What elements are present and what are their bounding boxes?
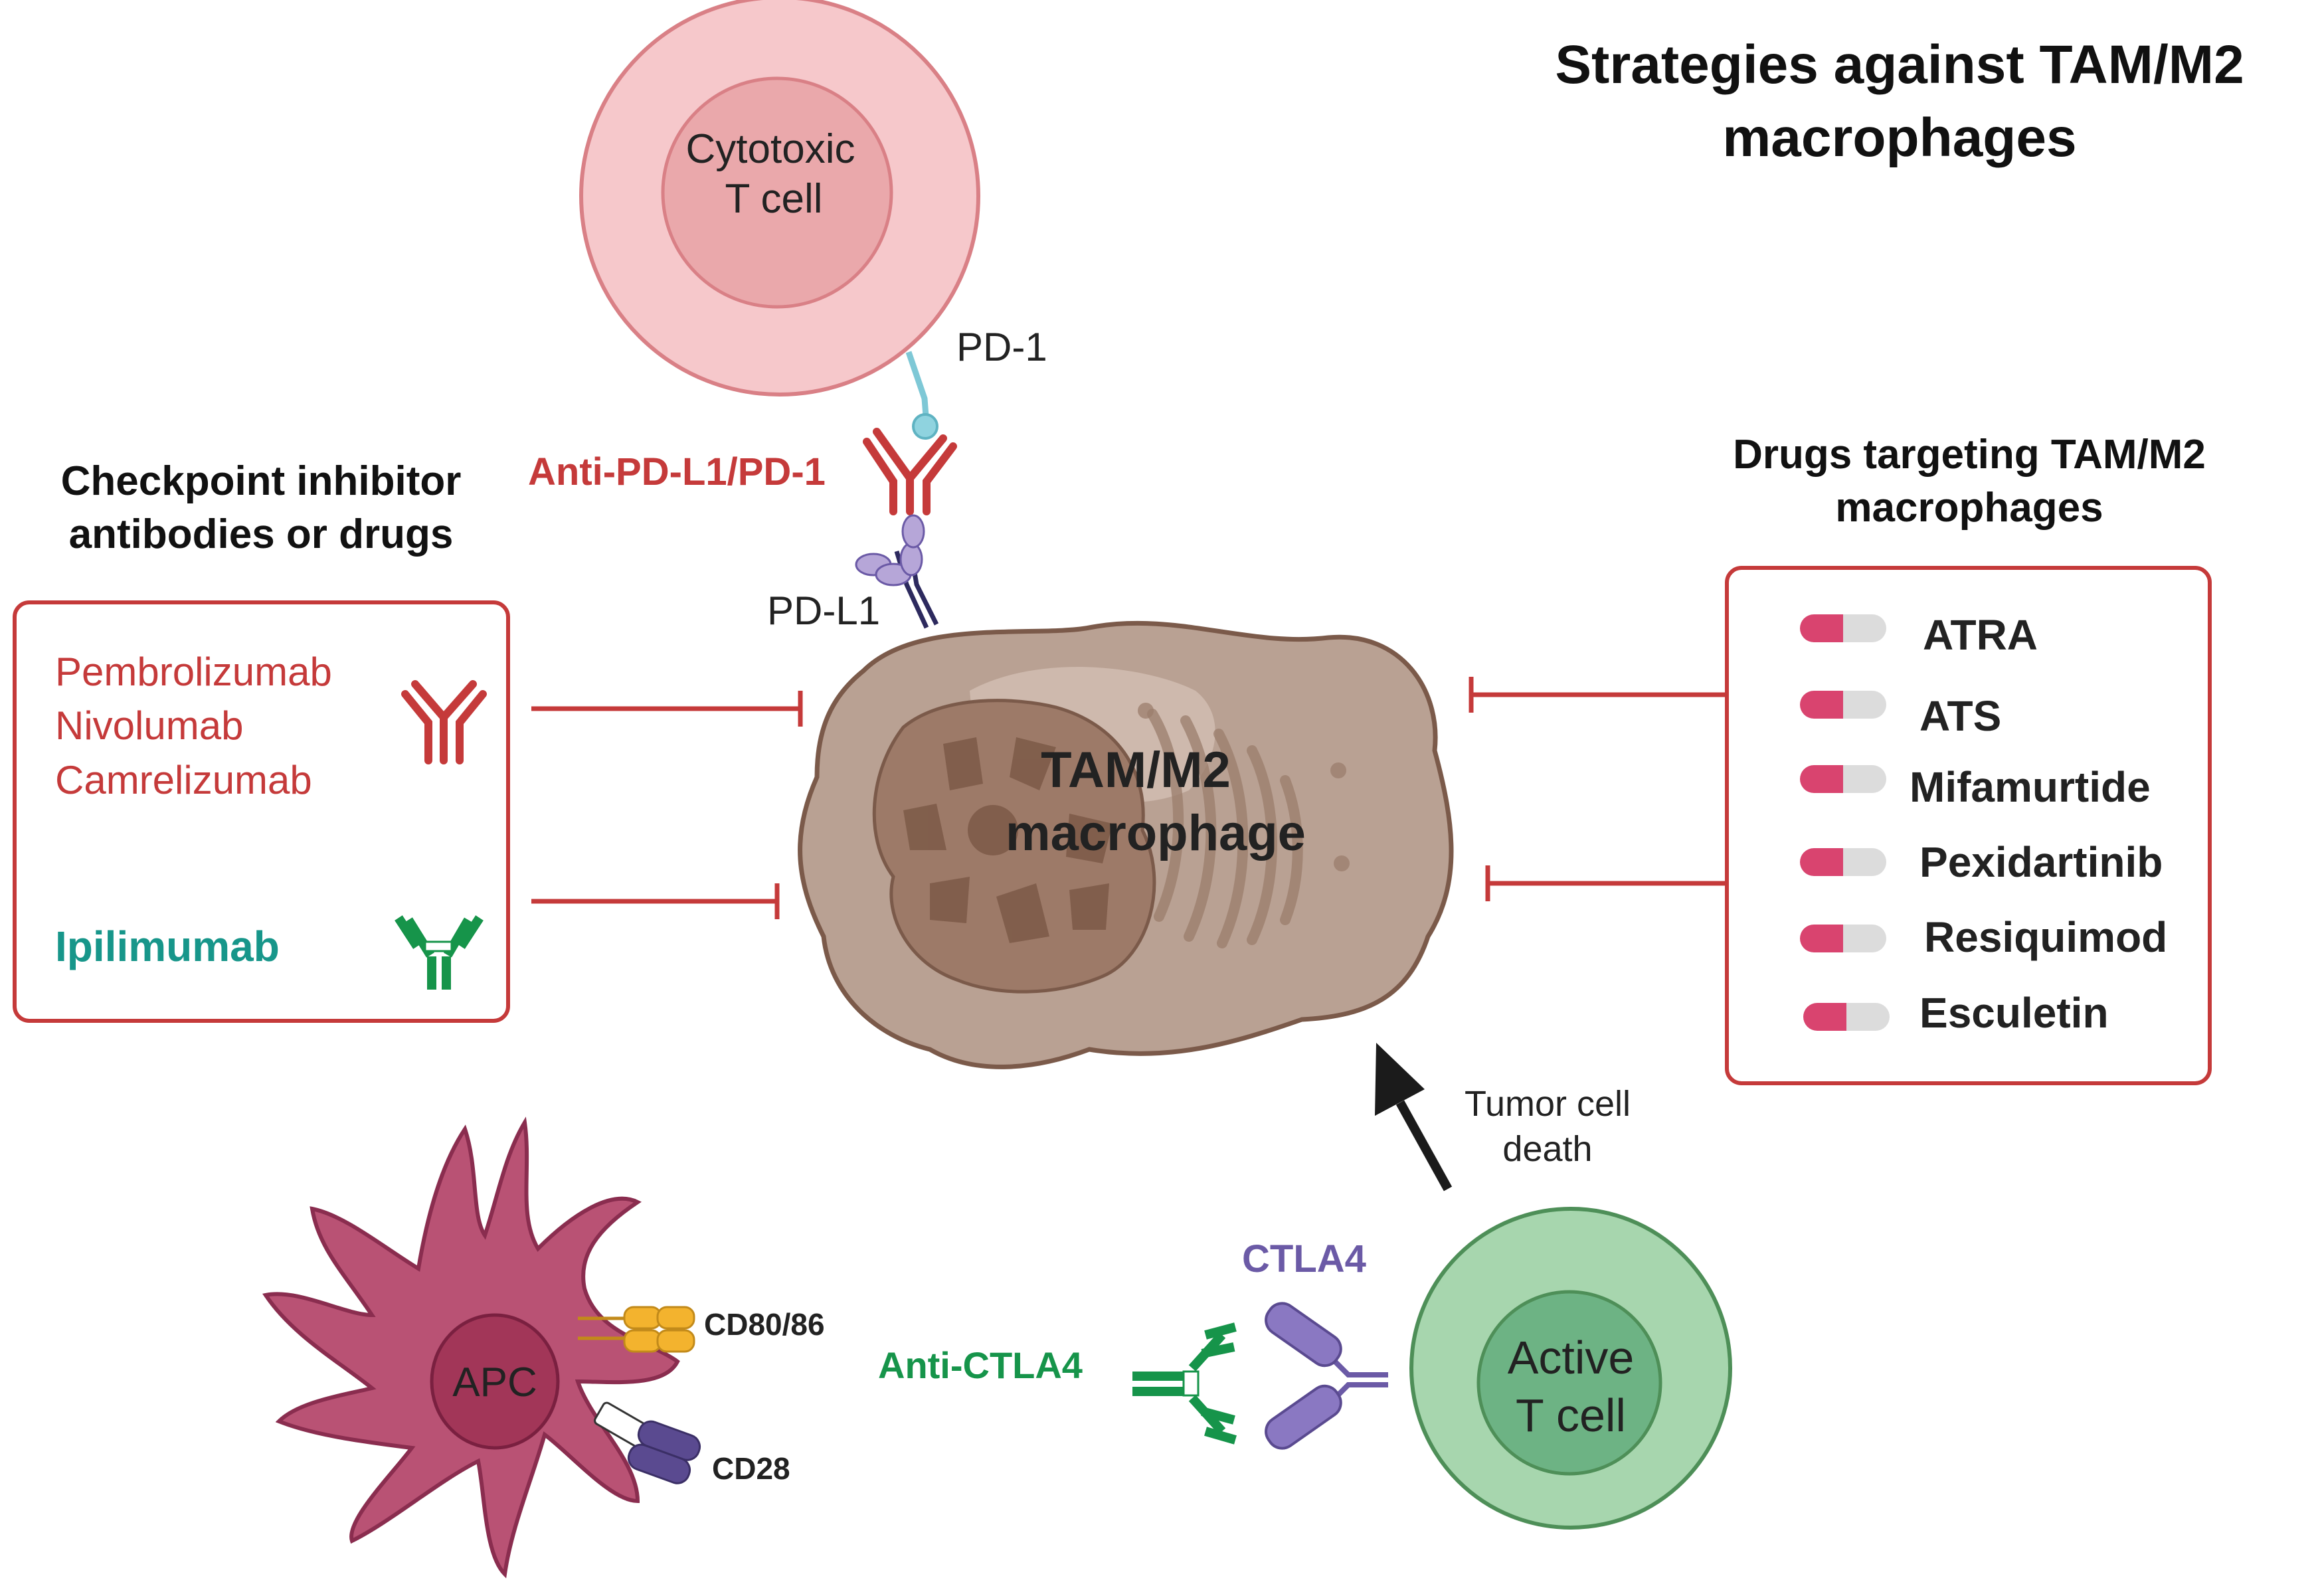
active-t-cell-line-1: Active [1508, 1332, 1635, 1383]
anti-pd-antibody-icon [863, 428, 957, 515]
ctla4-label: CTLA4 [1242, 1237, 1366, 1281]
tumor-death-line-2: death [1502, 1129, 1592, 1169]
apc-cell: APC [262, 1116, 680, 1579]
drug-inhibition-arrows [1469, 677, 1727, 901]
pill-icon [1800, 614, 1886, 642]
pill-icon [1800, 691, 1886, 719]
tumor-death-line-1: Tumor cell [1465, 1084, 1631, 1124]
drugs-heading-line-2: macrophages [1835, 485, 2103, 531]
tam-macrophage: TAM/M2 macrophage [798, 620, 1454, 1069]
drug-item-label: Resiquimod [1924, 913, 2167, 961]
cytotoxic-t-cell: Cytotoxic T cell [579, 0, 980, 397]
drug-item-3: Mifamurtide [1800, 763, 2151, 811]
tam-label-line-2: macrophage [1006, 805, 1306, 861]
pdl1-label: PD-L1 [767, 588, 880, 633]
green-antibody-icon [395, 915, 484, 990]
drugs-heading-line-1: Drugs targeting TAM/M2 [1733, 432, 2206, 478]
drug-item-4: Pexidartinib [1800, 838, 2163, 886]
active-t-cell-line-2: T cell [1516, 1389, 1626, 1441]
checkpoint-drug-green: Ipilimumab [55, 923, 280, 970]
pill-icon [1800, 848, 1886, 876]
drug-item-6: Esculetin [1803, 989, 2109, 1037]
checkpoint-inhibition-arrows [531, 691, 803, 919]
anti-pd-label: Anti-PD-L1/PD-1 [528, 450, 826, 493]
drugs-box [1725, 566, 2212, 1085]
checkpoint-drug-2: Nivolumab [55, 703, 243, 748]
checkpoint-heading-line-2: antibodies or drugs [69, 511, 454, 557]
cytotoxic-label-line-1: Cytotoxic [686, 126, 855, 172]
pdl1-receptor-icon [855, 514, 939, 629]
anti-ctla4-label: Anti-CTLA4 [878, 1344, 1083, 1386]
checkpoint-drug-1: Pembrolizumab [55, 650, 332, 694]
drug-item-2: ATS [1800, 691, 2001, 740]
drug-item-1: ATRA [1800, 611, 2038, 659]
anti-ctla4-antibody-icon [1132, 1322, 1237, 1445]
red-antibody-icon [401, 680, 487, 764]
cytotoxic-label-line-2: T cell [725, 176, 822, 222]
drug-item-label: Pexidartinib [1919, 838, 2163, 886]
cd28-receptor-icon [594, 1401, 701, 1484]
cd80-86-label: CD80/86 [704, 1307, 825, 1342]
title-line-1: Strategies against TAM/M2 [1555, 35, 2244, 95]
apc-label: APC [452, 1360, 537, 1405]
drug-item-label: Esculetin [1919, 989, 2109, 1037]
cd28-label: CD28 [712, 1451, 790, 1486]
checkpoint-heading-line-1: Checkpoint inhibitor [61, 458, 462, 504]
ctla4-receptor-icon [1265, 1302, 1388, 1450]
drug-item-label: ATRA [1923, 611, 2038, 659]
tumor-death-arrow-icon [1375, 1043, 1453, 1192]
pd1-label: PD-1 [956, 325, 1047, 369]
title-line-2: macrophages [1722, 108, 2076, 168]
active-t-cell: Active T cell [1409, 1207, 1732, 1530]
checkpoint-box [13, 600, 510, 1023]
pd1-receptor-icon [905, 351, 938, 440]
tam-label-line-1: TAM/M2 [1041, 742, 1231, 798]
drug-item-label: Mifamurtide [1910, 763, 2151, 811]
pill-icon [1800, 925, 1886, 952]
checkpoint-drug-3: Camrelizumab [55, 758, 312, 802]
pill-icon [1800, 765, 1886, 793]
drug-item-5: Resiquimod [1800, 913, 2167, 961]
drug-item-label: ATS [1919, 692, 2001, 740]
cd80-86-receptor-icon [578, 1306, 695, 1353]
pill-icon [1803, 1003, 1890, 1031]
